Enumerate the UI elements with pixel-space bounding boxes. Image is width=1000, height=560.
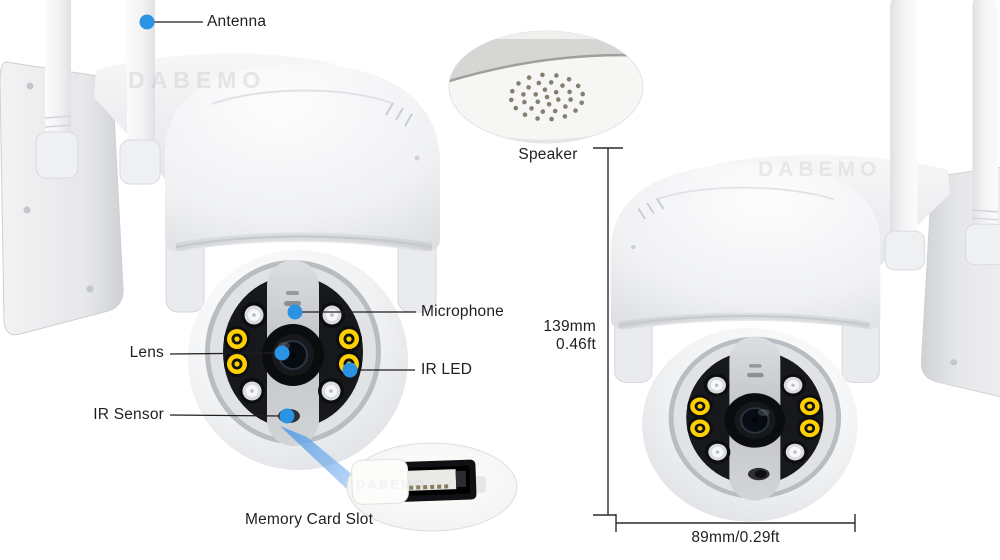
lens-label: Lens xyxy=(129,344,164,361)
height-dimension-label: 139mm 0.46ft xyxy=(524,318,596,354)
watermark-inset: DABEMO xyxy=(356,477,426,492)
antenna-callout-dot xyxy=(139,14,155,30)
antenna-label: Antenna xyxy=(207,13,267,30)
ir-led-callout-dot xyxy=(342,362,358,378)
lens-callout-dot xyxy=(274,345,290,361)
ir-sensor-callout-dot xyxy=(279,408,295,424)
height-dimension-ft: 0.46ft xyxy=(556,336,596,353)
microphone-label: Microphone xyxy=(421,303,504,320)
speaker-holes xyxy=(509,72,585,122)
memory-card-inset: DABEMO xyxy=(346,442,518,532)
dimension-lines xyxy=(593,147,856,532)
callout-lines xyxy=(139,14,416,424)
speaker-label: Speaker xyxy=(518,146,578,163)
speaker-inset xyxy=(448,30,644,144)
camera-right: DABEMO xyxy=(611,0,1000,522)
lens-leader-line xyxy=(169,352,277,355)
camera-left: DABEMO xyxy=(0,0,440,470)
microphone-callout-dot xyxy=(287,304,303,320)
width-dimension-label: 89mm/0.29ft xyxy=(691,529,780,546)
ir-led-label: IR LED xyxy=(421,361,473,378)
watermark-right: DABEMO xyxy=(758,158,881,181)
ir-sensor-label: IR Sensor xyxy=(93,406,164,423)
ir-sensor-leader-line xyxy=(169,414,282,417)
memory-card-slot-label: Memory Card Slot xyxy=(245,511,374,528)
height-dimension-mm: 139mm xyxy=(543,318,596,335)
watermark-left: DABEMO xyxy=(128,67,266,93)
